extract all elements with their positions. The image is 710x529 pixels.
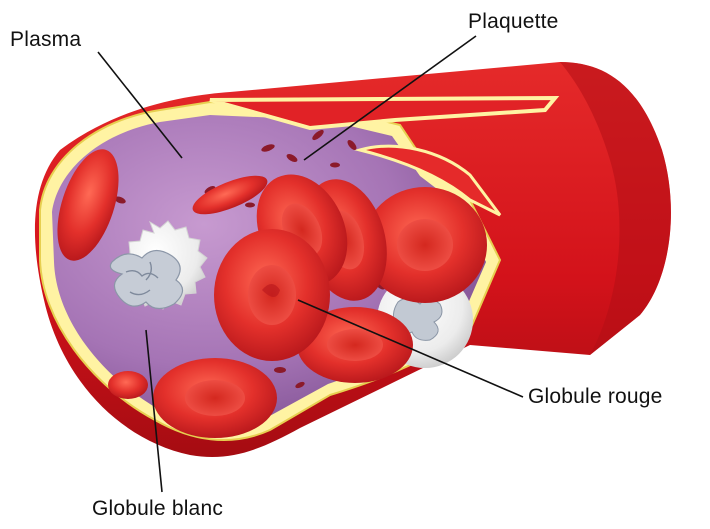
label-globule-rouge: Globule rouge (528, 385, 663, 409)
label-plasma: Plasma (10, 28, 81, 52)
label-globule-blanc: Globule blanc (92, 497, 223, 521)
label-plaquette: Plaquette (468, 10, 559, 34)
